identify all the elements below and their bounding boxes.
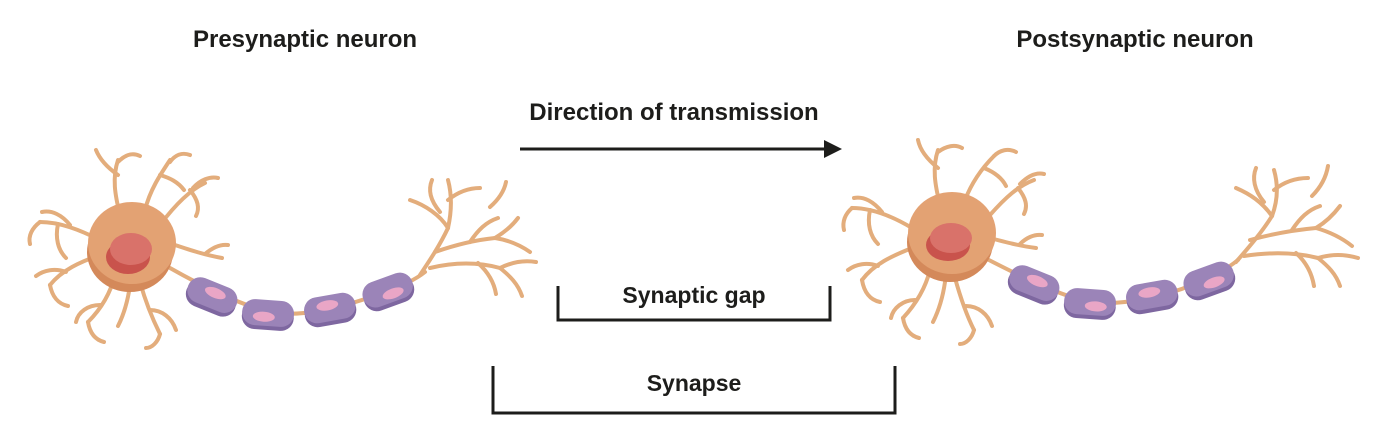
presynaptic-soma [87,202,176,292]
synapse-bracket [491,366,897,415]
presynaptic-axon-terminal [408,178,538,298]
presynaptic-myelin [185,272,415,331]
direction-arrow [520,140,842,158]
synapse-label: Synapse [646,370,742,396]
postsynaptic-neuron-label: Postsynaptic neuron [1016,26,1254,53]
presynaptic-dendrites [27,148,230,350]
postsynaptic-soma [907,192,996,282]
postsynaptic-neuron [841,138,1360,346]
direction-of-transmission-label: Direction of transmission [529,99,819,126]
synaptic-gap-label: Synaptic gap [622,282,766,308]
postsynaptic-axon-terminal [1234,164,1360,288]
postsynaptic-myelin [1007,261,1236,320]
presynaptic-neuron [27,148,538,350]
synaptic-gap-bracket [556,286,832,322]
presynaptic-neuron-label: Presynaptic neuron [192,26,418,53]
